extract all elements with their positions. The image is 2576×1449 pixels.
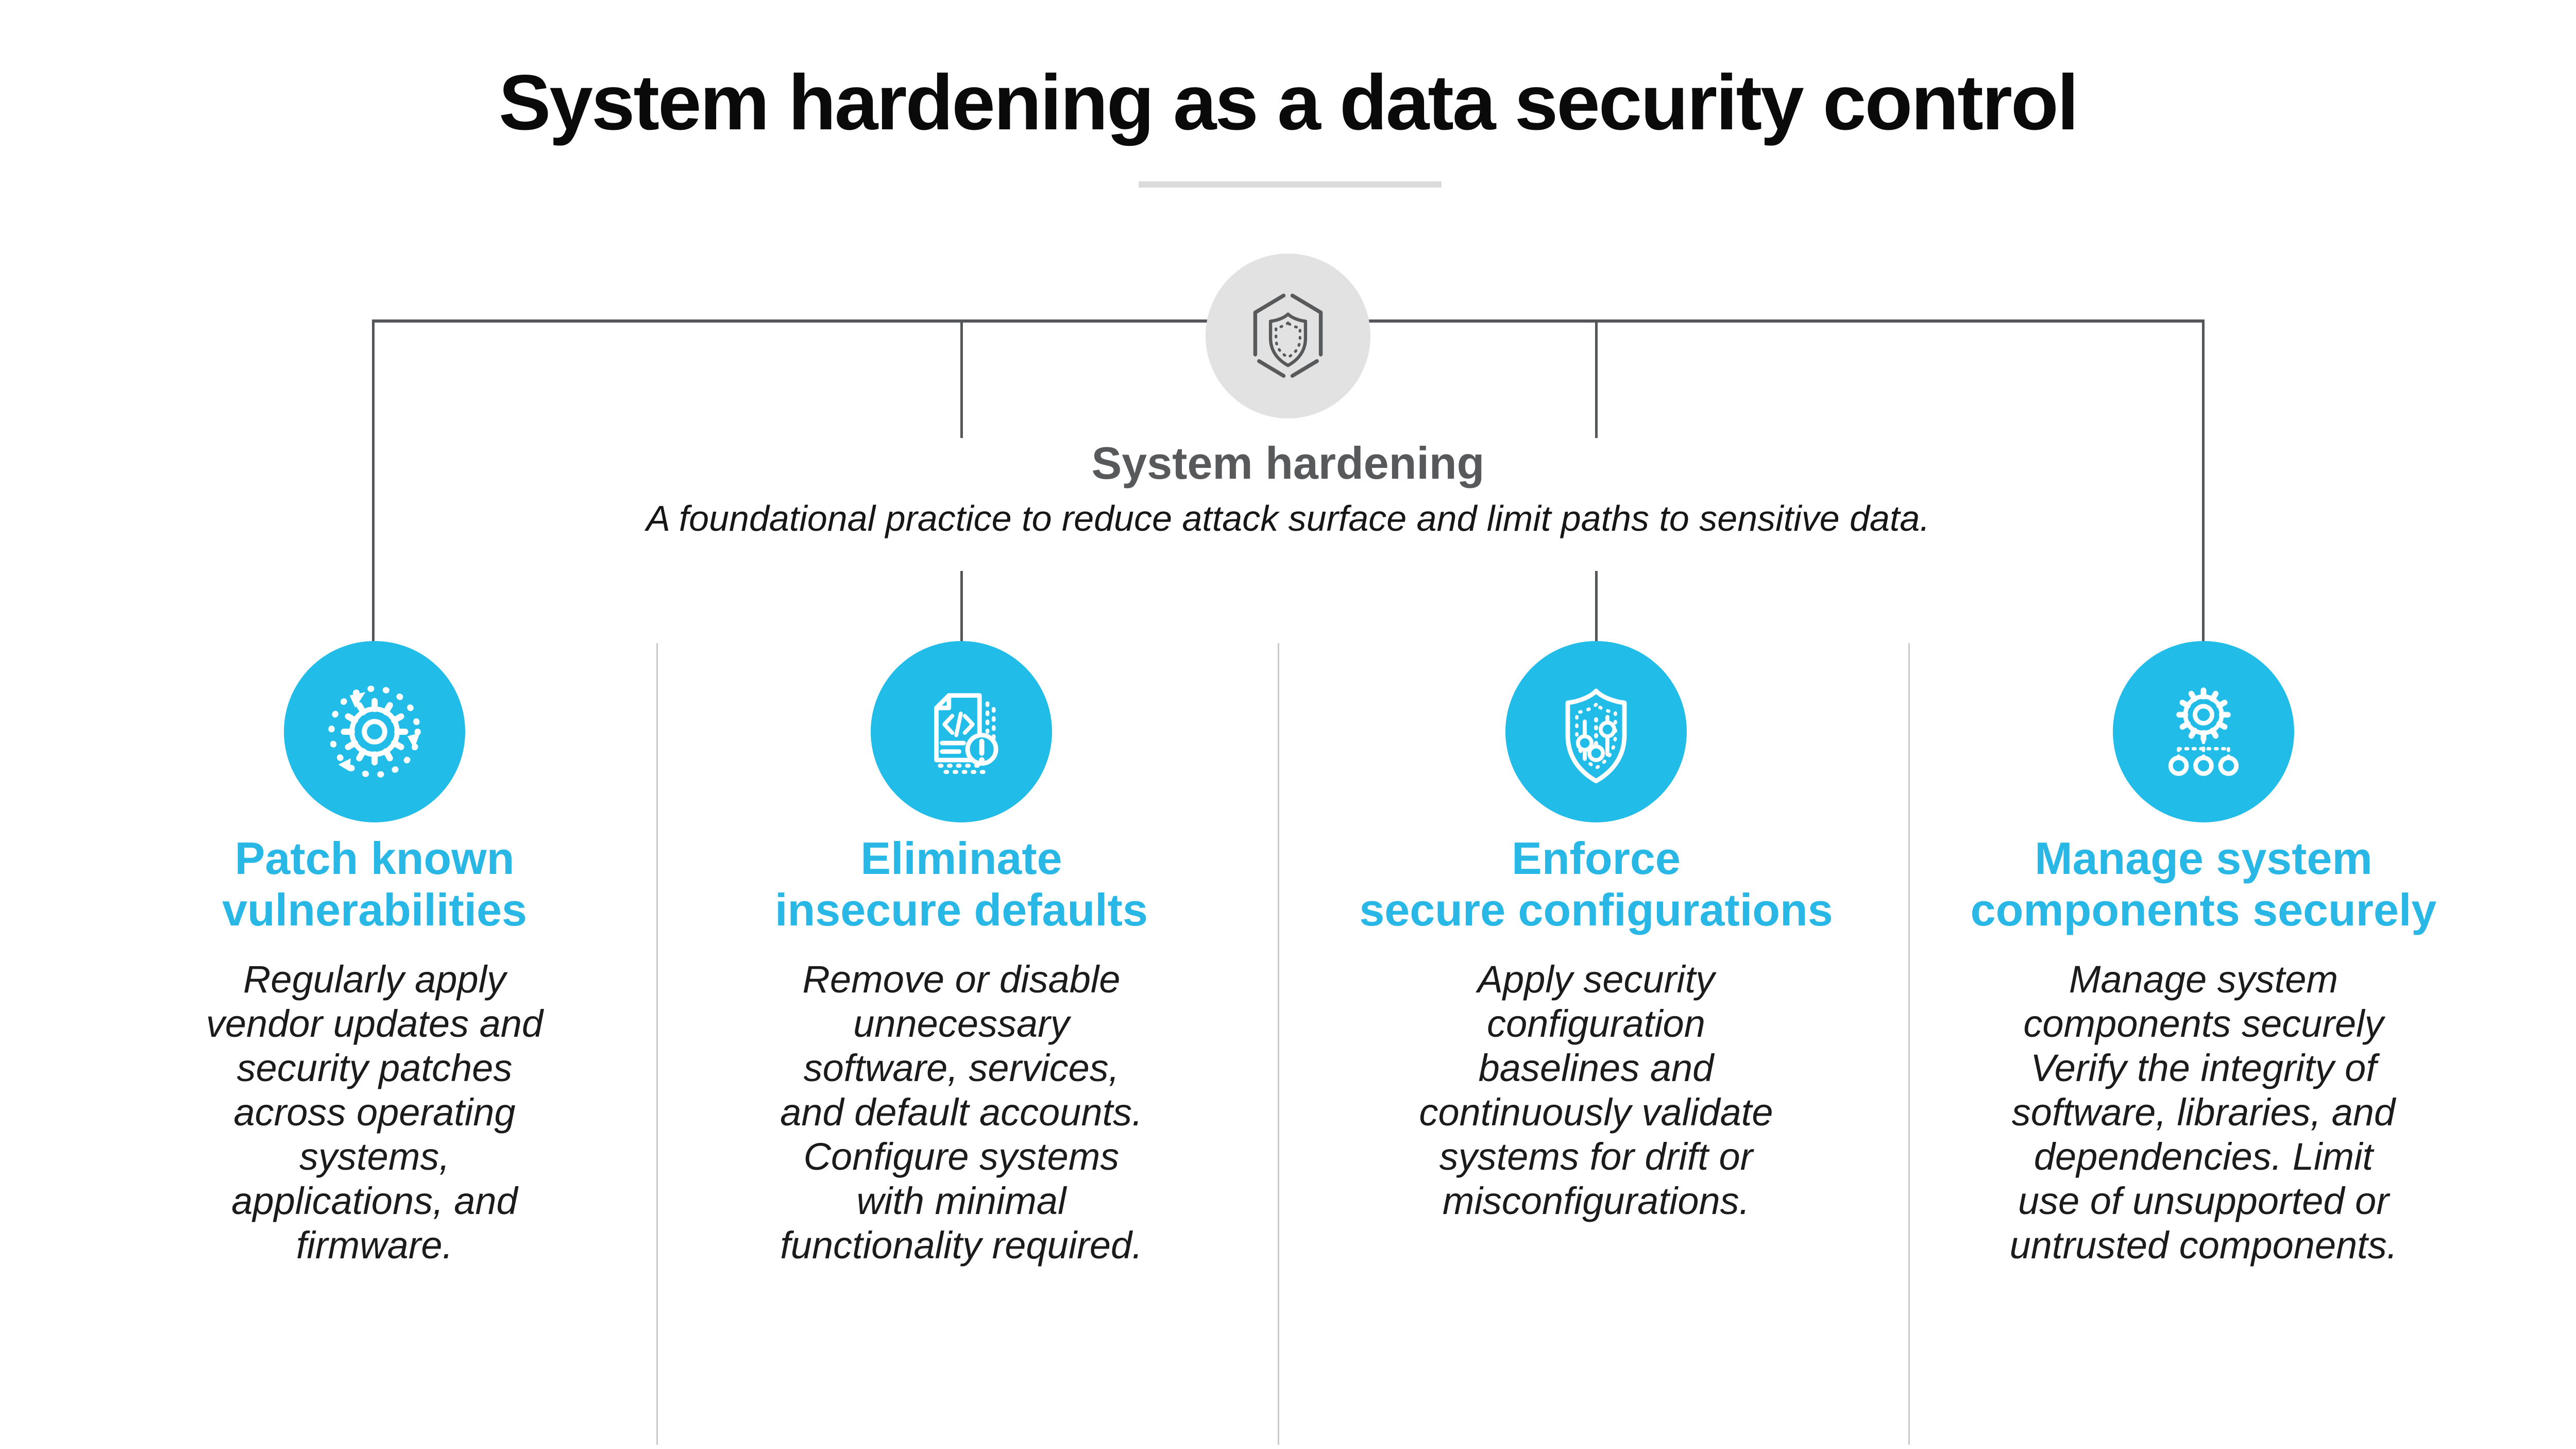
column-heading: Enforce secure configurations (1359, 833, 1833, 935)
connector-vertical-line-col2-upper (960, 319, 963, 438)
connector-vertical-line-col2-lower (960, 571, 963, 643)
patch-icon-circle (284, 641, 465, 822)
hub-subtitle: A foundational practice to reduce attack… (646, 498, 1930, 538)
hub-circle (1206, 254, 1370, 418)
column-enforce-secure-configurations: Enforce secure configurations Apply secu… (1287, 641, 1905, 1445)
column-heading: Manage system components securely (1970, 833, 2437, 935)
column-body: Remove or disable unnecessary software, … (780, 958, 1143, 1267)
column-heading: Patch known vulnerabilities (222, 833, 527, 935)
insecure-code-document-icon (934, 693, 998, 774)
column-divider (1908, 643, 1910, 1445)
connector-vertical-line-col4 (2202, 319, 2205, 643)
column-body: Apply security configuration baselines a… (1419, 958, 1773, 1222)
shield-sliders-icon (1565, 688, 1627, 784)
column-divider (656, 643, 658, 1445)
column-manage-system-components: Manage system components securely Manage… (1894, 641, 2513, 1445)
column-eliminate-insecure-defaults: Eliminate insecure defaults Remove or di… (652, 641, 1270, 1445)
column-heading: Eliminate insecure defaults (775, 833, 1148, 935)
connector-vertical-line-col1 (372, 319, 375, 643)
page-title: System hardening as a data security cont… (498, 59, 2079, 146)
column-patch-known-vulnerabilities: Patch known vulnerabilities Regularly ap… (65, 641, 684, 1445)
column-body: Manage system components securely Verify… (2009, 958, 2398, 1267)
configurations-icon-circle (1505, 641, 1687, 822)
title-divider (1139, 181, 1442, 188)
column-divider (1278, 643, 1279, 1445)
patch-update-cycle-icon (328, 685, 421, 778)
connector-vertical-line-col3-upper (1595, 319, 1598, 438)
components-icon-circle (2113, 641, 2294, 822)
gear-components-icon (2168, 687, 2239, 776)
shield-hexagon-icon (1253, 293, 1323, 378)
connector-vertical-line-col3-lower (1595, 571, 1598, 643)
defaults-icon-circle (871, 641, 1052, 822)
column-body: Regularly apply vendor updates and secur… (206, 958, 544, 1267)
hub-title: System hardening (1091, 437, 1485, 488)
